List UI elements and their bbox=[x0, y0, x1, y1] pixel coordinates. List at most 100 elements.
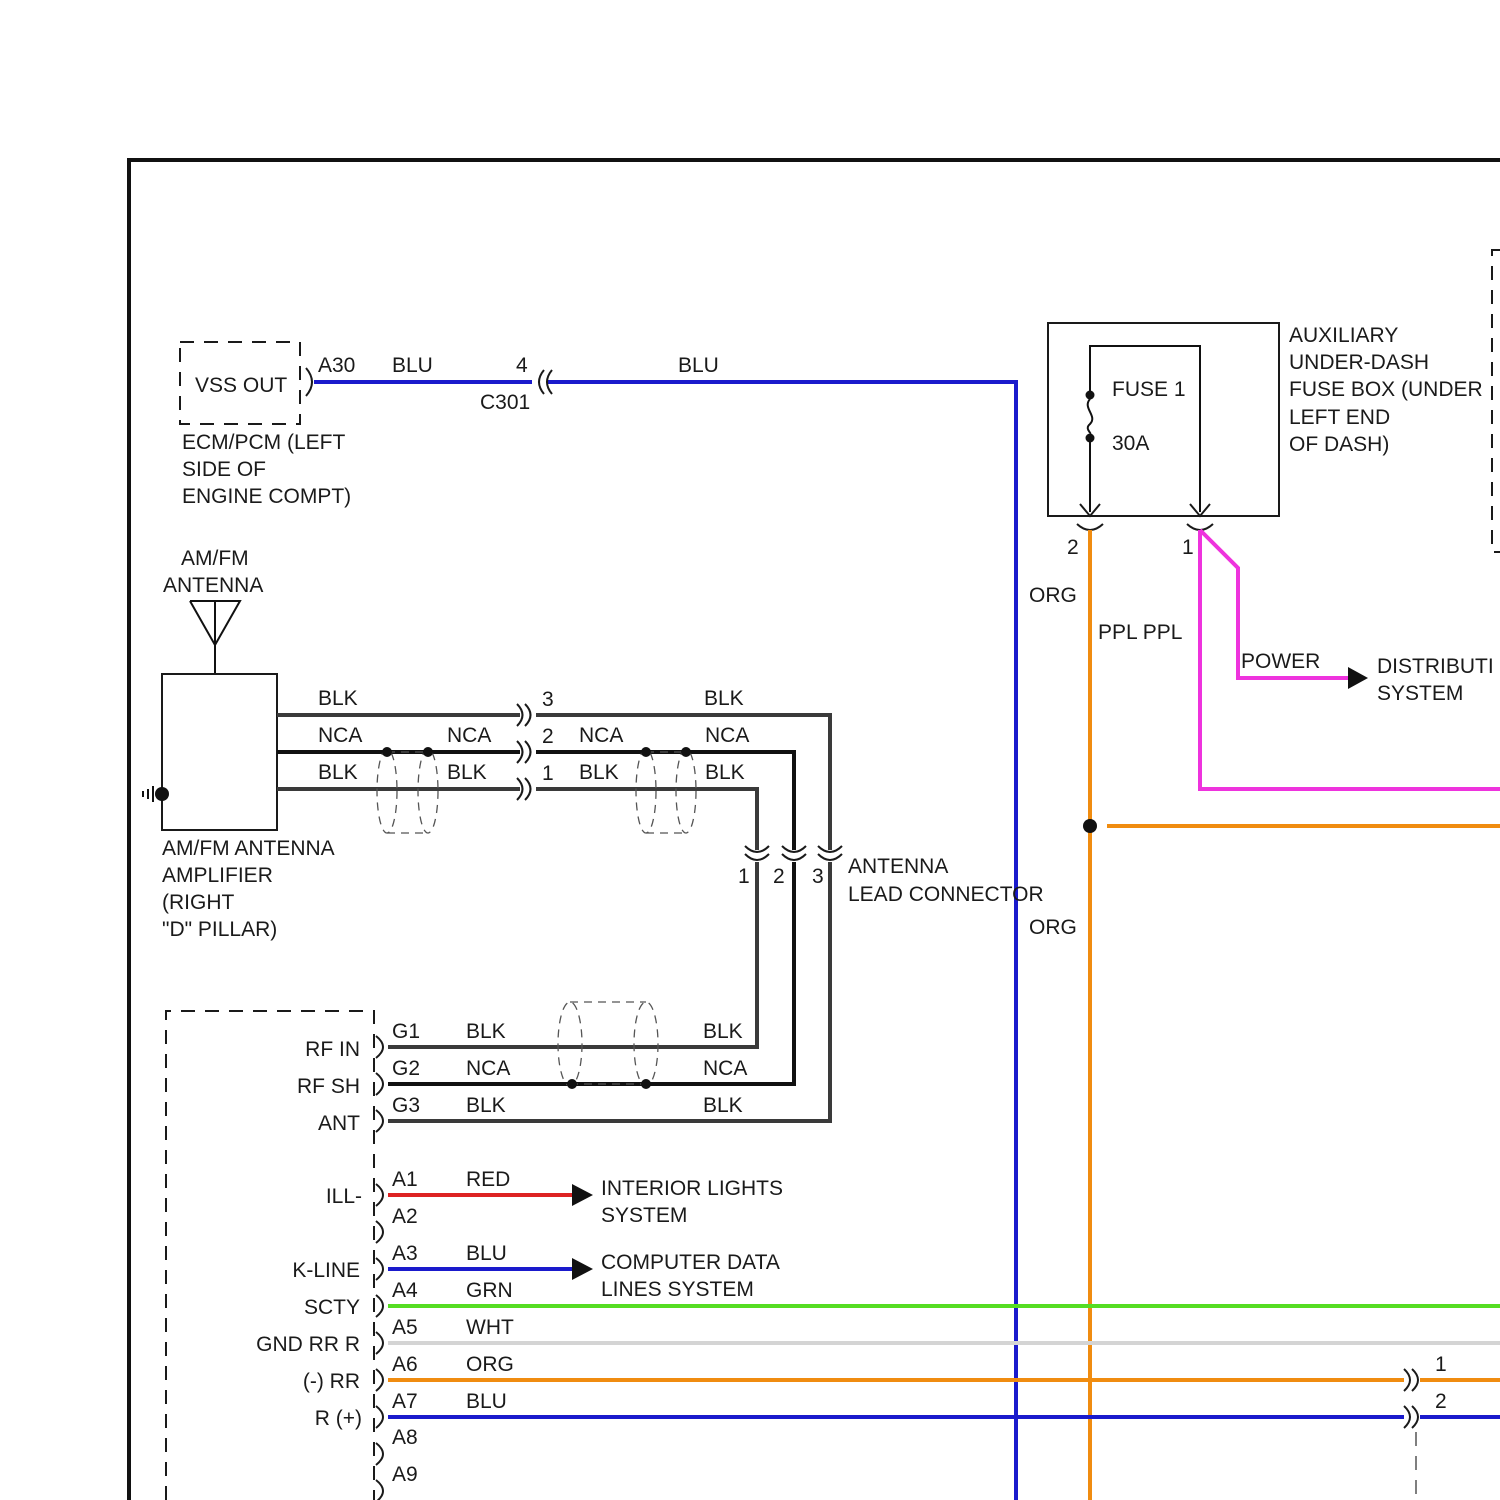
computer-data-arrow bbox=[572, 1258, 593, 1280]
radio-output-wires: INTERIOR LIGHTS SYSTEM COMPUTER DATA LIN… bbox=[388, 1177, 1500, 1417]
antenna-label-line-1: AM/FM bbox=[181, 547, 249, 570]
org-label-top: ORG bbox=[1029, 584, 1077, 607]
vss-wire: BLU 4 C301 BLU bbox=[314, 354, 1016, 1500]
rf-g3-color-right: BLK bbox=[703, 1094, 743, 1117]
amp-wire-1-right bbox=[536, 789, 757, 850]
amplifier-box bbox=[162, 674, 277, 830]
fuse-box-label-line-1: AUXILIARY bbox=[1289, 324, 1398, 347]
distribution-label-line-1: DISTRIBUTI bbox=[1377, 655, 1494, 678]
amp-wire-1-color-right-b: BLK bbox=[705, 761, 745, 784]
vss-out-label: VSS OUT bbox=[195, 374, 287, 397]
vss-wire-color-right: BLU bbox=[678, 354, 719, 377]
pin-name-scty: SCTY bbox=[304, 1296, 360, 1319]
rf-g1-color-right: BLK bbox=[703, 1020, 743, 1043]
speaker-connector: 1 2 bbox=[1404, 1353, 1447, 1500]
rf-pin-name-ant: ANT bbox=[318, 1112, 360, 1135]
ecm-name-line-1: ECM/PCM (LEFT bbox=[182, 431, 346, 454]
org-splice-dot bbox=[1083, 819, 1097, 833]
pin-a3: A3 bbox=[392, 1242, 418, 1265]
amp-wire-2-color-mid: NCA bbox=[447, 724, 491, 747]
rf-g2-color-right: NCA bbox=[703, 1057, 747, 1080]
lead-pin-2: 2 bbox=[773, 865, 785, 888]
amplifier-label-line-3: (RIGHT bbox=[162, 891, 234, 914]
rf-pin-g2: G2 bbox=[392, 1057, 420, 1080]
rf-wire-g1 bbox=[388, 862, 757, 1047]
pin-a1-color: RED bbox=[466, 1168, 510, 1191]
power-wires: ORG PPL PPL POWER DISTRIBUTI SYSTEM ORG bbox=[1029, 530, 1500, 1500]
fuse-box-label-line-4: LEFT END bbox=[1289, 406, 1390, 429]
rf-pin-g1: G1 bbox=[392, 1020, 420, 1043]
lead-to-radio-wires bbox=[388, 862, 830, 1121]
pin-a3-color: BLU bbox=[466, 1242, 507, 1265]
computer-data-label-line-2: LINES SYSTEM bbox=[601, 1278, 754, 1301]
pin-a7: A7 bbox=[392, 1390, 418, 1413]
amp-wire-1-color-right-a: BLK bbox=[579, 761, 619, 784]
fuse-box-pin-1: 1 bbox=[1182, 536, 1194, 559]
amplifier-wires: BLK 3 BLK NCA NCA 2 NCA NCA BLK BLK 1 BL… bbox=[277, 687, 830, 850]
pin-name-gnd-rr-r: GND RR R bbox=[256, 1333, 360, 1356]
speaker-pin-1: 1 bbox=[1435, 1353, 1447, 1376]
lead-pin-3: 3 bbox=[812, 865, 824, 888]
fuse-box-label-line-2: UNDER-DASH bbox=[1289, 351, 1429, 374]
amp-wire-3-pin: 3 bbox=[542, 688, 554, 711]
speaker-pin-2: 2 bbox=[1435, 1390, 1447, 1413]
pin-a5-color: WHT bbox=[466, 1316, 514, 1339]
pin-a9: A9 bbox=[392, 1463, 418, 1486]
pin-name-neg-rr: (-) RR bbox=[303, 1370, 360, 1393]
amp-wire-1-color-mid: BLK bbox=[447, 761, 487, 784]
power-distribution-arrow bbox=[1348, 667, 1368, 689]
lead-connector-label-line-2: LEAD CONNECTOR bbox=[848, 883, 1044, 906]
pin-name-r-pos: R (+) bbox=[315, 1407, 362, 1430]
amp-wire-3-color-right: BLK bbox=[704, 687, 744, 710]
pin-a6: A6 bbox=[392, 1353, 418, 1376]
power-label: POWER bbox=[1241, 650, 1320, 673]
pin-a5: A5 bbox=[392, 1316, 418, 1339]
computer-data-label-line-1: COMPUTER DATA bbox=[601, 1251, 780, 1274]
c301-name: C301 bbox=[480, 391, 530, 414]
interior-lights-label-line-1: INTERIOR LIGHTS bbox=[601, 1177, 783, 1200]
fuse-box-label-line-3: FUSE BOX (UNDER bbox=[1289, 378, 1483, 401]
ground-icon bbox=[143, 786, 169, 802]
ecm-name-line-2: SIDE OF bbox=[182, 458, 266, 481]
fuse-rating: 30A bbox=[1112, 432, 1149, 455]
antenna-icon bbox=[190, 601, 240, 674]
ecm-pin-a30: A30 bbox=[318, 354, 355, 377]
pin-name-ill: ILL- bbox=[326, 1185, 362, 1208]
offpage-component-box bbox=[1492, 250, 1500, 552]
radio-connector-marks bbox=[376, 1036, 383, 1500]
amp-wire-1-pin: 1 bbox=[542, 762, 554, 785]
rf-pin-g3: G3 bbox=[392, 1094, 420, 1117]
rf-pin-name-rf-sh: RF SH bbox=[297, 1075, 360, 1098]
amp-wire-3-color-left: BLK bbox=[318, 687, 358, 710]
rf-g1-color-left: BLK bbox=[466, 1020, 506, 1043]
pin-name-k-line: K-LINE bbox=[292, 1259, 360, 1282]
amp-wire-2-color-right-a: NCA bbox=[579, 724, 623, 747]
amplifier-label-line-4: "D" PILLAR) bbox=[162, 918, 277, 941]
c301-pin-4: 4 bbox=[516, 354, 528, 377]
speaker-connector-mark bbox=[1404, 1369, 1418, 1428]
amplifier-label-line-1: AM/FM ANTENNA bbox=[162, 837, 335, 860]
pin-a2: A2 bbox=[392, 1205, 418, 1228]
pin-a6-color: ORG bbox=[466, 1353, 514, 1376]
fuse-box-label-line-5: OF DASH) bbox=[1289, 433, 1389, 456]
fuse-icon bbox=[1082, 391, 1098, 443]
rf-wire-g2 bbox=[388, 862, 794, 1084]
ecm-connector-mark bbox=[306, 368, 312, 396]
rf-pin-name-rf-in: RF IN bbox=[305, 1038, 360, 1061]
amp-wire-2-color-right-b: NCA bbox=[705, 724, 749, 747]
rf-g3-color-left: BLK bbox=[466, 1094, 506, 1117]
pin-a8: A8 bbox=[392, 1426, 418, 1449]
amp-wire-1-color-left: BLK bbox=[318, 761, 358, 784]
fuse-box-pin-2: 2 bbox=[1067, 536, 1079, 559]
ppl-label: PPL PPL bbox=[1098, 621, 1182, 644]
pin-a4-color: GRN bbox=[466, 1279, 513, 1302]
interior-lights-label-line-2: SYSTEM bbox=[601, 1204, 687, 1227]
antenna-label-line-2: ANTENNA bbox=[163, 574, 263, 597]
vss-wire-color-left: BLU bbox=[392, 354, 433, 377]
distribution-label-line-2: SYSTEM bbox=[1377, 682, 1463, 705]
antenna-lead-connector: 1 2 3 ANTENNA LEAD CONNECTOR bbox=[738, 846, 1044, 906]
org-label-bottom: ORG bbox=[1029, 916, 1077, 939]
amp-wire-2-pin: 2 bbox=[542, 725, 554, 748]
fuse-name: FUSE 1 bbox=[1112, 378, 1186, 401]
